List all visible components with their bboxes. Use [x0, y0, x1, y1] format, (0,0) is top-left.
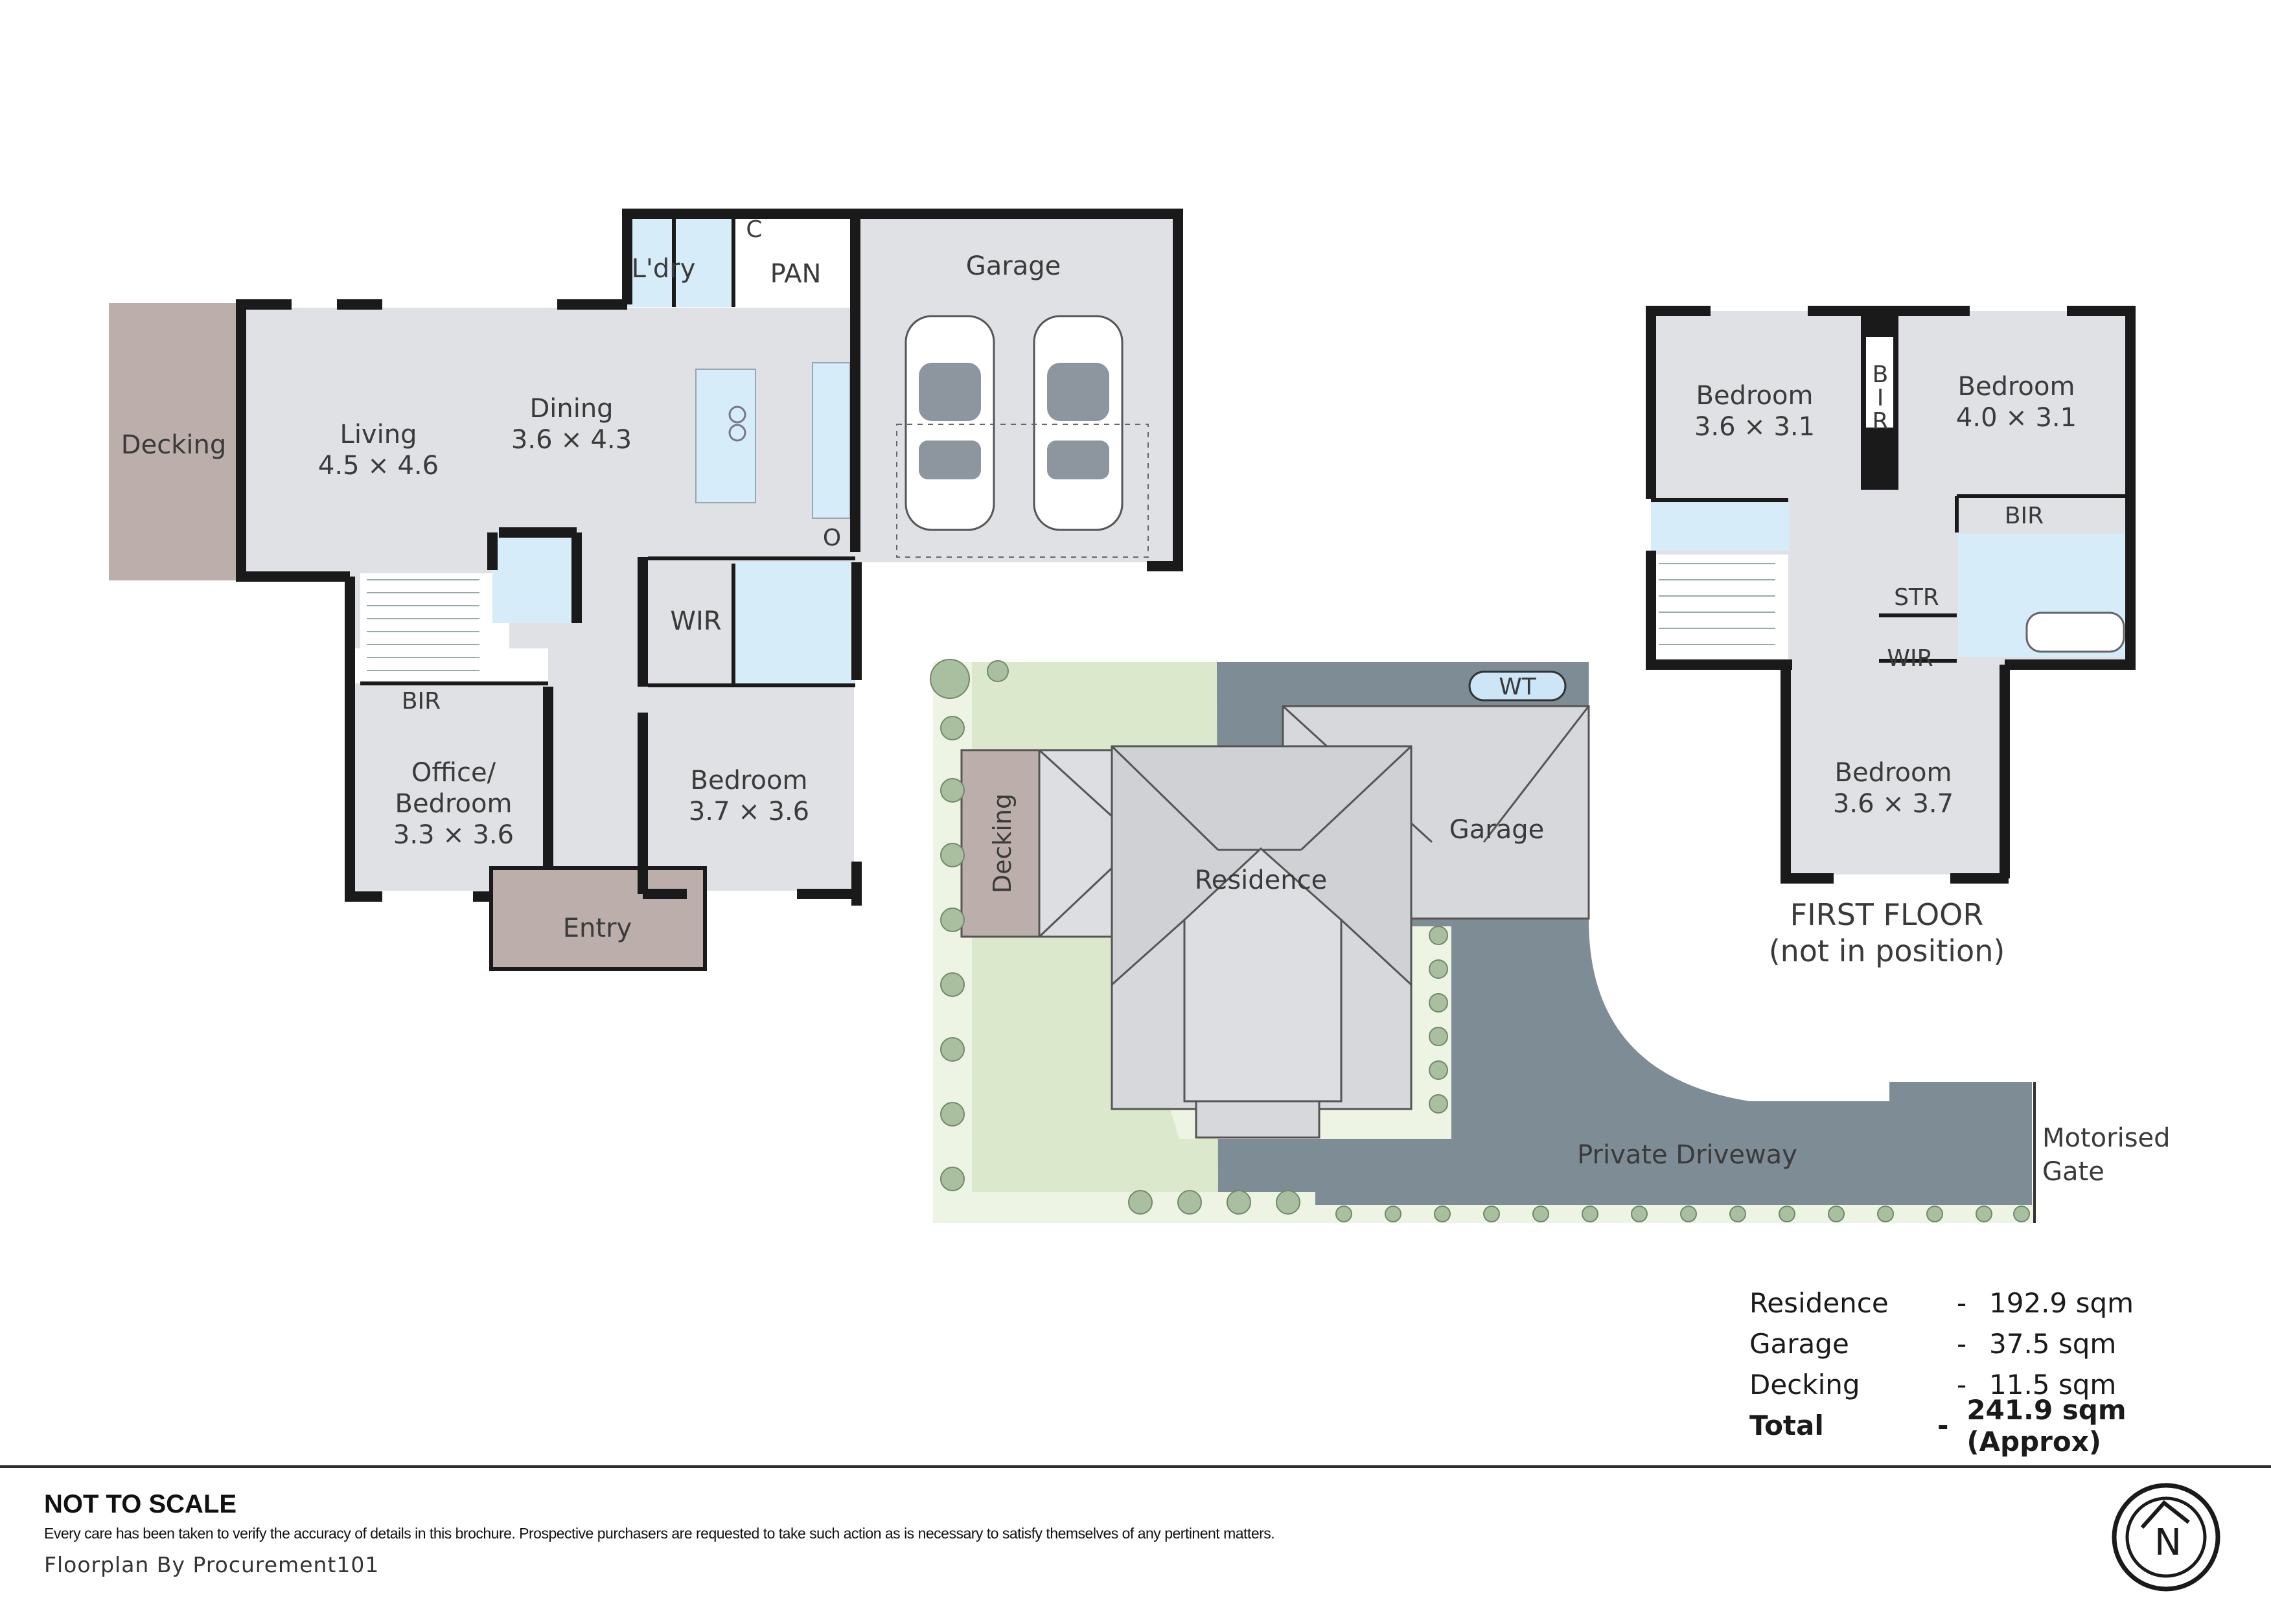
entry-area	[491, 868, 705, 969]
water-tank-label: WT	[1499, 674, 1537, 700]
area-label: Garage	[1749, 1328, 1849, 1360]
compass-letter: N	[2154, 1522, 2182, 1564]
north-compass-icon: N	[2112, 1483, 2220, 1592]
footer-divider	[0, 1465, 2271, 1468]
area-dash: -	[1957, 1287, 1967, 1319]
gate-label-line2: Gate	[2042, 1157, 2104, 1187]
area-value: 192.9 sqm	[1989, 1287, 2134, 1319]
first-floor-plan: Bedroom 3.6 × 3.1 B I R Bedroom 4.0 × 3.…	[1646, 306, 2136, 968]
residence-label: Residence	[1195, 865, 1328, 895]
area-summary-table: Residence - 192.9 sqm Garage - 37.5 sqm …	[1749, 1283, 2242, 1458]
first-floor-caption-note: (not in position)	[1769, 933, 2005, 968]
bedroom-dimensions: 3.7 × 3.6	[689, 797, 809, 827]
decking-area	[109, 303, 238, 580]
office-label: Office/	[411, 758, 496, 788]
site-plan: WT Decking Residence Garage Private Driv…	[930, 659, 2171, 1223]
bedroom2-dimensions: 4.0 × 3.1	[1956, 403, 2077, 433]
roof	[960, 705, 1590, 1139]
bedroom3-floor	[1786, 667, 2005, 875]
living-dimensions: 4.5 × 4.6	[318, 451, 439, 481]
wir-label: WIR	[670, 606, 721, 636]
gate-label: Motorised	[2042, 1123, 2171, 1153]
kitchen-bench	[812, 362, 851, 519]
area-value: 11.5 sqm	[1989, 1369, 2117, 1401]
stairs-area	[360, 573, 509, 683]
site-garage-label: Garage	[1449, 815, 1544, 845]
toilet-floor	[1651, 503, 1790, 551]
hall-floor-lower	[548, 648, 643, 868]
area-dash: -	[1937, 1410, 1949, 1441]
area-label: Residence	[1749, 1287, 1889, 1319]
area-dash: -	[1957, 1369, 1967, 1401]
laundry-label: L'dry	[632, 254, 696, 284]
dining-dimensions: 3.6 × 4.3	[511, 425, 632, 455]
water-tank-icon	[1468, 670, 1567, 702]
entry-label: Entry	[563, 913, 632, 943]
dining-label: Dining	[529, 394, 613, 424]
area-label: Total	[1749, 1410, 1824, 1441]
cupboard-label: C	[746, 216, 762, 243]
bedroom-label: Bedroom	[691, 766, 808, 795]
bathtub-icon	[2025, 612, 2125, 653]
office-floor	[354, 683, 548, 891]
area-row-total: Total - 241.9 sqm (Approx)	[1749, 1394, 2242, 1458]
stairs-icon	[367, 579, 479, 671]
living-label: Living	[340, 420, 417, 450]
str-label: STR	[1894, 584, 1939, 611]
ground-floor-plan: Decking Living 4.5 × 4.6 Dining 3.6 × 4.…	[109, 209, 1183, 971]
first-floor-caption: FIRST FLOOR	[1790, 897, 1984, 932]
driveway-label: Private Driveway	[1577, 1140, 1797, 1170]
bir-label: BIR	[402, 688, 441, 715]
bedroom3-label: Bedroom	[1835, 758, 1952, 788]
area-value: 241.9 sqm (Approx)	[1966, 1393, 2127, 1458]
site-decking-label: Decking	[988, 794, 1017, 893]
area-value: 37.5 sqm	[1989, 1328, 2117, 1360]
ensuite-floor	[735, 562, 855, 685]
wir-label: WIR	[1887, 645, 1933, 672]
bir-vertical-r: R	[1872, 408, 1888, 435]
bedroom-floor	[643, 687, 854, 891]
garage-label: Garage	[966, 251, 1061, 281]
floorplan-credit: Floorplan By Procurement101	[44, 1552, 380, 1577]
bedroom1-label: Bedroom	[1696, 381, 1814, 411]
upper-stairs-area	[1654, 555, 1788, 661]
wir-floor	[648, 562, 733, 687]
area-dash: -	[1957, 1328, 1967, 1360]
decking-label: Decking	[121, 430, 226, 460]
area-label: Decking	[1749, 1369, 1860, 1401]
office-dimensions: 3.3 × 3.6	[393, 820, 514, 850]
shrub-icons	[930, 659, 2030, 1222]
disclaimer-text: Every care has been taken to verify the …	[44, 1525, 1275, 1542]
kitchen-island	[695, 369, 756, 503]
area-row-residence: Residence - 192.9 sqm	[1749, 1283, 2242, 1323]
car-icon	[1033, 315, 1124, 531]
car-icon	[905, 315, 995, 531]
area-row-garage: Garage - 37.5 sqm	[1749, 1323, 2242, 1364]
oven-mark: O	[823, 525, 841, 551]
bedroom2-label: Bedroom	[1958, 372, 2075, 402]
bir-vertical-b: B	[1873, 361, 1889, 388]
office-label-line2: Bedroom	[395, 789, 513, 819]
laundry-floor	[627, 215, 734, 307]
bir-label: BIR	[2005, 503, 2044, 529]
powder-room-floor	[492, 532, 577, 623]
bedroom1-dimensions: 3.6 × 3.1	[1694, 412, 1815, 442]
thin-walls	[236, 215, 855, 971]
pantry-label: PAN	[770, 259, 822, 289]
garden-bed	[933, 662, 972, 1223]
floor-plan-drawing: Decking Living 4.5 × 4.6 Dining 3.6 × 4.…	[109, 209, 2171, 1223]
walls	[236, 209, 1183, 906]
bir-vertical-i: I	[1877, 385, 1884, 411]
area-row-decking: Decking - 11.5 sqm	[1749, 1364, 2242, 1405]
not-to-scale-heading: NOT TO SCALE	[44, 1490, 237, 1518]
bedroom3-dimensions: 3.6 × 3.7	[1833, 789, 1954, 819]
sink-icon	[728, 406, 746, 424]
